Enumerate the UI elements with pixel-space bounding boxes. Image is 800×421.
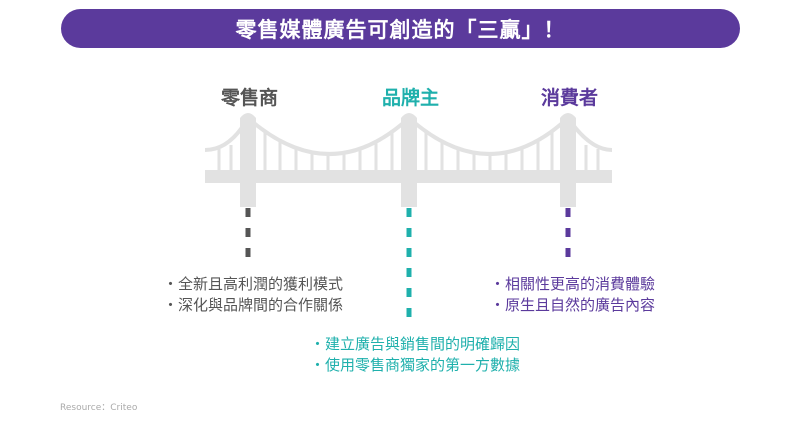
consumer-points: ・相關性更高的消費體驗 ・原生且自然的廣告內容 xyxy=(490,274,655,316)
title-banner: 零售媒體廣告可創造的「三贏」！ xyxy=(61,9,740,48)
brand-points: ・建立廣告與銷售間的明確歸因 ・使用零售商獨家的第一方數據 xyxy=(310,334,520,376)
bridge-tower-center xyxy=(401,113,417,207)
retailer-label: 零售商 xyxy=(221,87,279,109)
retailer-point: ・深化與品牌間的合作關係 xyxy=(163,296,344,314)
resource-credit: Resource：Criteo xyxy=(60,403,138,413)
bridge-tower-right xyxy=(560,113,576,207)
retailer-point: ・全新且高利潤的獲利模式 xyxy=(163,275,344,293)
brand-point: ・建立廣告與銷售間的明確歸因 xyxy=(310,335,521,353)
brand-point: ・使用零售商獨家的第一方數據 xyxy=(310,356,521,374)
consumer-point: ・原生且自然的廣告內容 xyxy=(490,296,656,314)
bridge-cables xyxy=(204,116,613,173)
consumer-point: ・相關性更高的消費體驗 xyxy=(490,275,656,293)
bridge-tower-left xyxy=(240,113,256,207)
retailer-points: ・全新且高利潤的獲利模式 ・深化與品牌間的合作關係 xyxy=(163,274,343,316)
consumer-label: 消費者 xyxy=(541,87,599,109)
brand-label: 品牌主 xyxy=(382,87,440,109)
page-title: 零售媒體廣告可創造的「三贏」！ xyxy=(235,17,566,42)
